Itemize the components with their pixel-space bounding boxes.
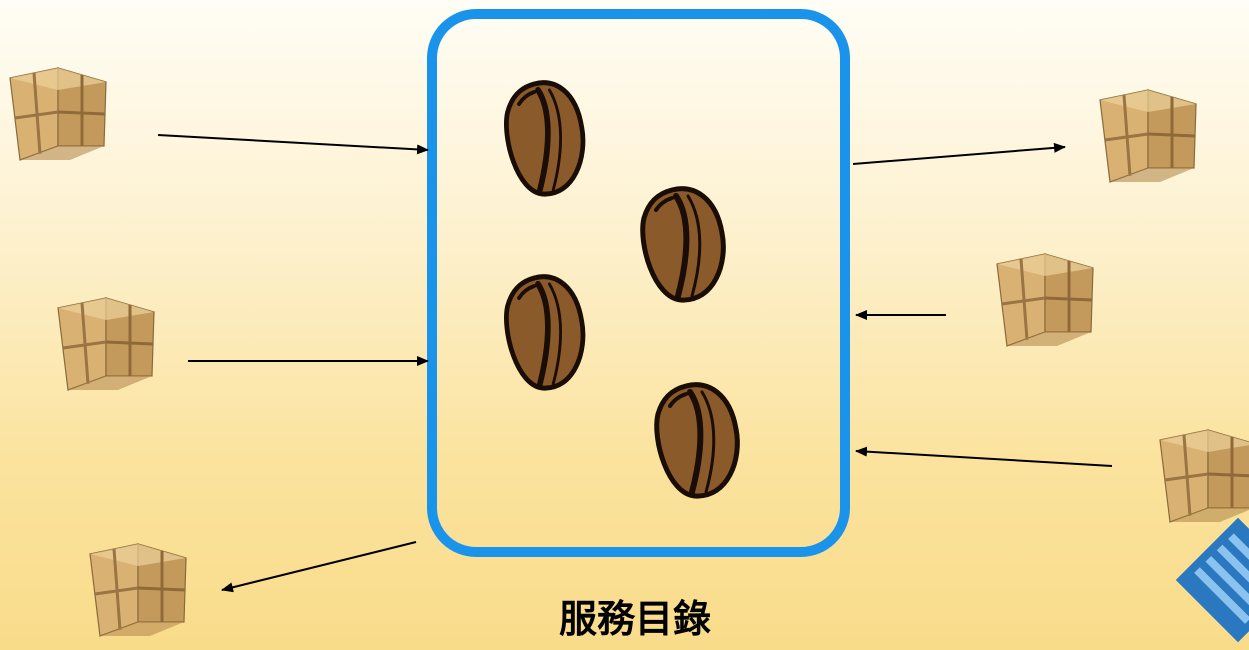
coffee-bean-icon [643, 189, 724, 300]
package-icon [995, 252, 1095, 348]
arrow-lookup-2 [852, 142, 1066, 165]
coffee-bean-icon [506, 83, 583, 194]
arrow-publish-4 [855, 446, 1113, 467]
corner-logo-icon [1175, 517, 1249, 643]
package-icon [56, 296, 156, 392]
arrow-lookup-1 [221, 541, 417, 593]
package-icon [1098, 88, 1198, 184]
service-registry-frame [427, 9, 850, 557]
arrow-publish-1 [157, 134, 429, 155]
package-icon [8, 66, 108, 162]
coffee-bean-icon [657, 385, 738, 496]
registry-caption: 服務目錄 [558, 597, 711, 641]
package-icon [88, 542, 188, 638]
package-icon [1158, 428, 1249, 524]
coffee-bean-icon [506, 277, 583, 388]
